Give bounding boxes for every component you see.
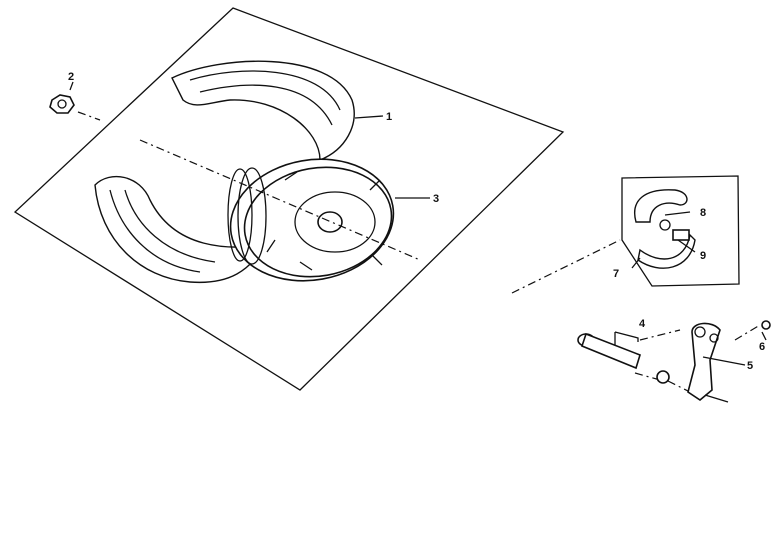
callout-5: 5 [747,360,753,372]
bolt [761,320,771,341]
callout-3: 3 [433,193,439,205]
axle-nut [49,94,75,114]
callout-8: 8 [700,207,706,219]
wheel-rim [227,158,395,282]
callout-2: 2 [68,71,74,83]
callout-7: 7 [613,268,619,280]
callout-4: 4 [639,318,646,330]
brake-shoe-panel [621,175,740,287]
brake-shoe [631,189,696,269]
brake-arm [687,322,746,403]
callout-9: 9 [700,250,706,262]
callout-1: 1 [386,111,392,123]
wheel-assembly-panel [13,7,565,391]
brake-cam [577,331,670,384]
callout-6: 6 [759,341,765,353]
